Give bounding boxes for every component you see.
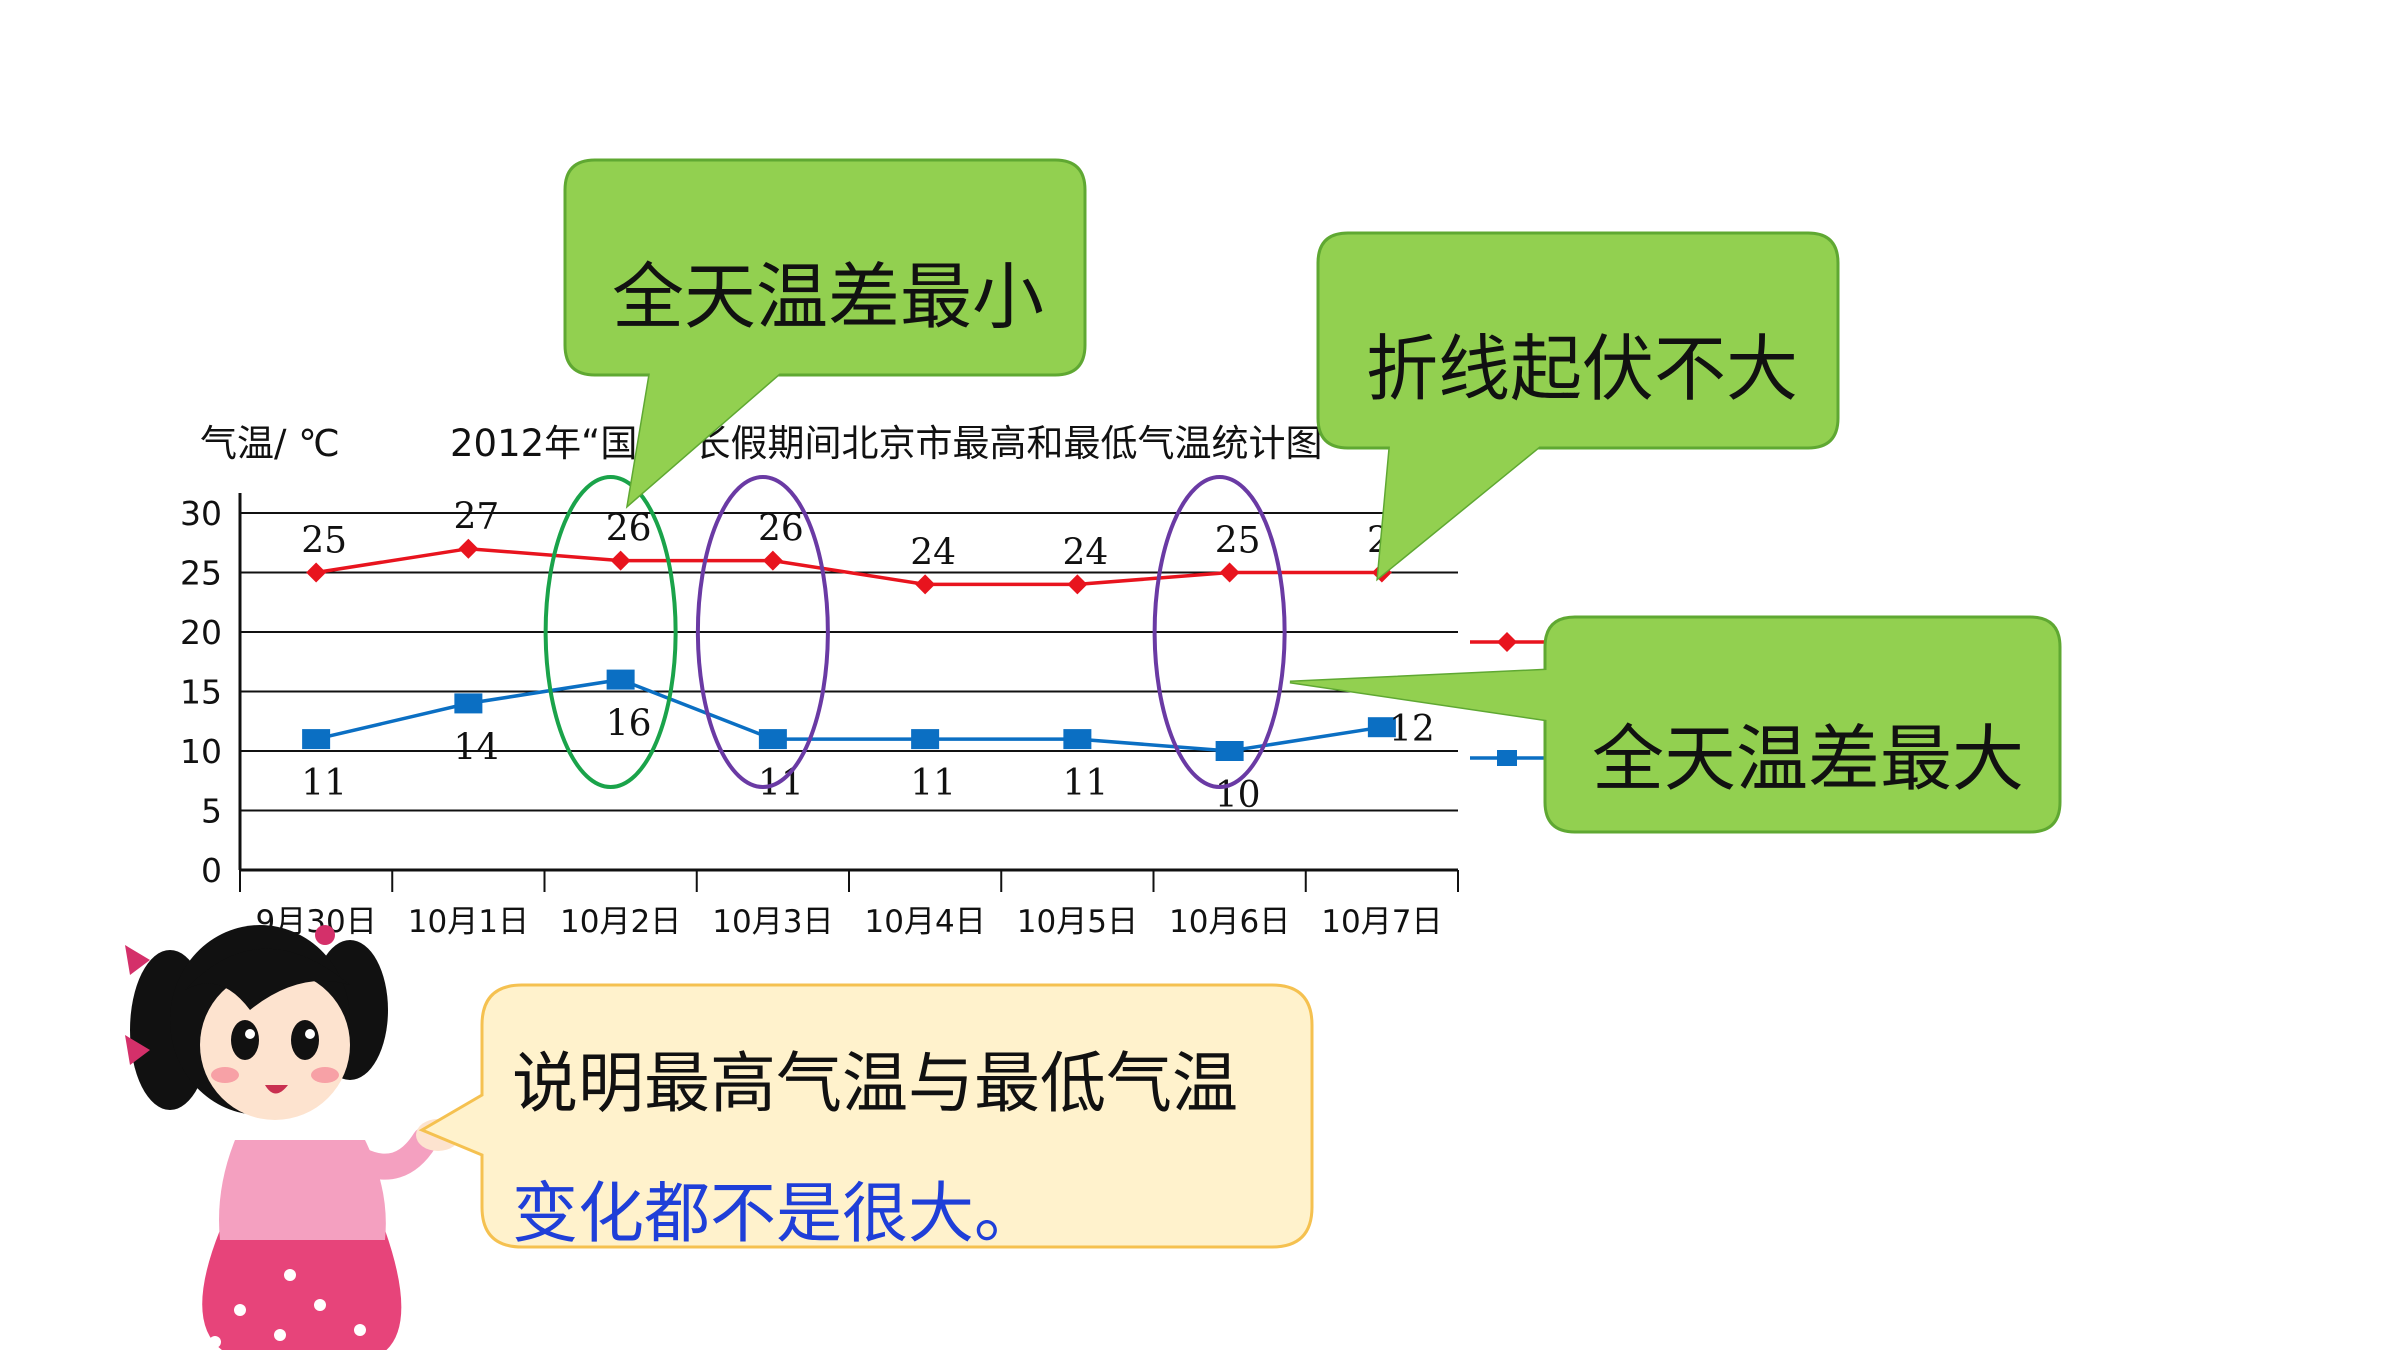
- y-tick-label: 0: [201, 851, 222, 890]
- data-point-low: [1215, 741, 1244, 761]
- data-point-low: [911, 729, 940, 750]
- data-point-low: [758, 729, 787, 750]
- data-label: 11: [1062, 763, 1108, 804]
- callout-small-change-text: 折线起伏不大: [1366, 327, 1799, 411]
- callout-min-range-text: 全天温差最小: [612, 255, 1045, 339]
- data-label: 25: [301, 521, 347, 562]
- callout-max-range-text: 全天温差最大: [1592, 717, 2025, 801]
- speech-note-line1: 说明最高气温与最低气温: [512, 1045, 1238, 1122]
- x-tick-label: 10月7日: [1321, 904, 1442, 940]
- data-label: 16: [606, 704, 652, 745]
- data-point-high: [610, 550, 631, 571]
- x-tick-label: 10月2日: [560, 904, 681, 940]
- data-point-high: [458, 538, 479, 559]
- data-point-high: [1219, 562, 1240, 583]
- x-tick-label: 10月6日: [1169, 904, 1290, 940]
- y-tick-label: 10: [180, 732, 222, 771]
- legend-marker-high: [1497, 632, 1517, 652]
- data-label: 24: [1062, 532, 1108, 573]
- y-tick-label: 5: [201, 792, 222, 831]
- data-label: 26: [606, 509, 652, 550]
- callout-small-change-tail-cover: [1378, 446, 1540, 578]
- x-tick-label: 10月1日: [408, 904, 529, 940]
- x-tick-label: 10月3日: [712, 904, 833, 940]
- data-label: 26: [758, 509, 804, 550]
- data-label: 11: [301, 763, 347, 804]
- callout-max-range-tail-cover: [1290, 670, 1547, 720]
- data-point-high: [306, 562, 327, 583]
- data-point-low: [302, 729, 331, 750]
- series-line-low: [315, 677, 1383, 753]
- data-labels: 25272626242425251114161111111012: [301, 497, 1435, 816]
- y-tick-label: 30: [180, 494, 222, 533]
- highlight-ellipse: [1152, 475, 1287, 789]
- y-tick-label: 20: [180, 613, 222, 652]
- chart-title: 2012年“国庆”长假期间北京市最高和最低气温统计图: [450, 422, 1323, 465]
- callout-min-range-tail-cover: [628, 373, 780, 505]
- data-label: 25: [1215, 521, 1261, 562]
- data-point-high: [762, 550, 783, 571]
- x-tick-label: 10月4日: [865, 904, 986, 940]
- data-label: 24: [910, 532, 956, 573]
- data-point-low: [1367, 717, 1396, 738]
- highlight-ellipses: [543, 475, 1287, 789]
- callout-min-range: [563, 158, 1087, 377]
- data-label: 14: [453, 727, 499, 768]
- series-line-high: [315, 546, 1382, 587]
- data-label: 11: [758, 763, 804, 804]
- data-point-high: [1067, 574, 1088, 595]
- series-lines: [302, 538, 1396, 761]
- data-label: 11: [910, 763, 956, 804]
- data-point-low: [1063, 729, 1092, 750]
- data-label: 12: [1389, 709, 1435, 750]
- highlight-ellipse: [695, 475, 830, 789]
- callout-bubbles: [563, 158, 2062, 834]
- speech-note-shape: [418, 983, 1314, 1249]
- data-point-low: [454, 693, 483, 714]
- callout-max-range: [1543, 615, 2062, 834]
- legend-marker-low: [1497, 750, 1517, 766]
- highlight-ellipse: [543, 475, 678, 789]
- callout-small-change: [1316, 231, 1840, 450]
- data-label: 27: [453, 497, 499, 538]
- data-point-low: [606, 669, 635, 690]
- y-axis-label: 气温/ ℃: [200, 422, 340, 465]
- y-tick-label: 15: [180, 673, 222, 712]
- speech-note-bubble: [418, 983, 1314, 1249]
- data-point-high: [915, 574, 936, 595]
- x-tick-label: 10月5日: [1017, 904, 1138, 940]
- speech-note-line2: 变化都不是很大。: [512, 1175, 1040, 1252]
- y-tick-label: 25: [180, 554, 222, 593]
- girl-illustration: [125, 925, 460, 1350]
